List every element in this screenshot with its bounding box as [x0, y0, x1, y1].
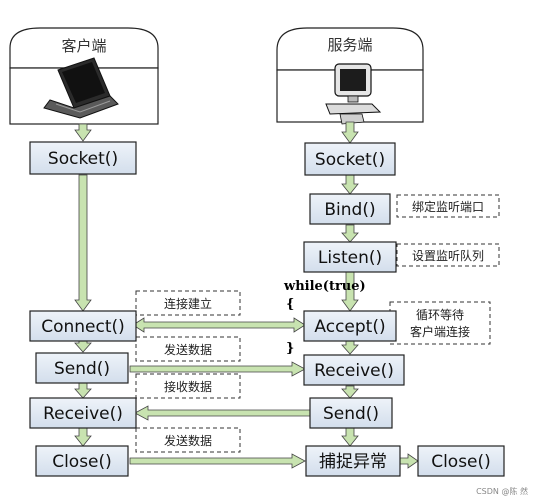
svg-text:发送数据: 发送数据 — [164, 433, 212, 448]
note-close: 发送数据 — [135, 427, 241, 453]
svg-text:Receive(): Receive() — [314, 361, 394, 381]
svg-text:捕捉异常: 捕捉异常 — [319, 452, 387, 472]
server-step-accept: Accept() — [303, 310, 397, 342]
svg-text:Close(): Close() — [431, 452, 491, 472]
svg-text:Connect(): Connect() — [41, 317, 125, 337]
while-loop-label: while(true) — [283, 279, 366, 294]
svg-text:连接建立: 连接建立 — [164, 296, 212, 311]
server-header-label: 服务端 — [327, 36, 372, 54]
loop-open-brace: { — [286, 297, 294, 312]
svg-text:循环等待: 循环等待 — [416, 308, 464, 322]
svg-text:绑定监听端口: 绑定监听端口 — [412, 199, 484, 214]
laptop-icon — [43, 57, 119, 119]
svg-text:设置监听队列: 设置监听队列 — [412, 248, 484, 263]
note-send: 发送数据 — [135, 336, 241, 362]
svg-text:Bind(): Bind() — [324, 200, 375, 220]
client-step-close: Close() — [35, 445, 129, 477]
svg-text:客户端连接: 客户端连接 — [410, 324, 470, 339]
note-bind: 绑定监听端口 — [396, 194, 500, 218]
flow-arrows — [74, 121, 419, 469]
client-header-label: 客户端 — [61, 37, 106, 55]
client-step-socket: Socket() — [29, 141, 137, 175]
note-accept: 循环等待 客户端连接 — [389, 301, 491, 345]
loop-close-brace: } — [286, 341, 294, 356]
svg-text:Listen(): Listen() — [318, 248, 382, 268]
svg-text:Accept(): Accept() — [314, 317, 385, 337]
server-step-listen: Listen() — [303, 241, 397, 273]
svg-text:Socket(): Socket() — [48, 149, 118, 169]
svg-text:发送数据: 发送数据 — [164, 342, 212, 357]
server-step-send: Send() — [309, 397, 393, 429]
svg-text:Close(): Close() — [52, 452, 112, 472]
desktop-computer-icon — [325, 63, 382, 125]
server-step-receive: Receive() — [303, 354, 405, 386]
server-step-close: Close() — [417, 445, 505, 477]
server-step-catch-exception: 捕捉异常 — [305, 445, 401, 477]
svg-text:接收数据: 接收数据 — [164, 379, 212, 394]
client-step-connect: Connect() — [29, 310, 137, 342]
server-step-socket: Socket() — [304, 142, 396, 176]
note-receive: 接收数据 — [135, 373, 241, 399]
client-step-receive: Receive() — [29, 397, 137, 429]
svg-text:Receive(): Receive() — [43, 404, 123, 424]
server-step-bind: Bind() — [309, 193, 391, 225]
note-listen: 设置监听队列 — [396, 243, 500, 267]
svg-text:Socket(): Socket() — [315, 150, 385, 170]
svg-text:Send(): Send() — [54, 359, 110, 379]
watermark: CSDN @陈 然 — [476, 486, 528, 496]
client-step-send: Send() — [35, 352, 129, 384]
svg-text:Send(): Send() — [323, 404, 379, 424]
note-connect: 连接建立 — [135, 290, 241, 316]
